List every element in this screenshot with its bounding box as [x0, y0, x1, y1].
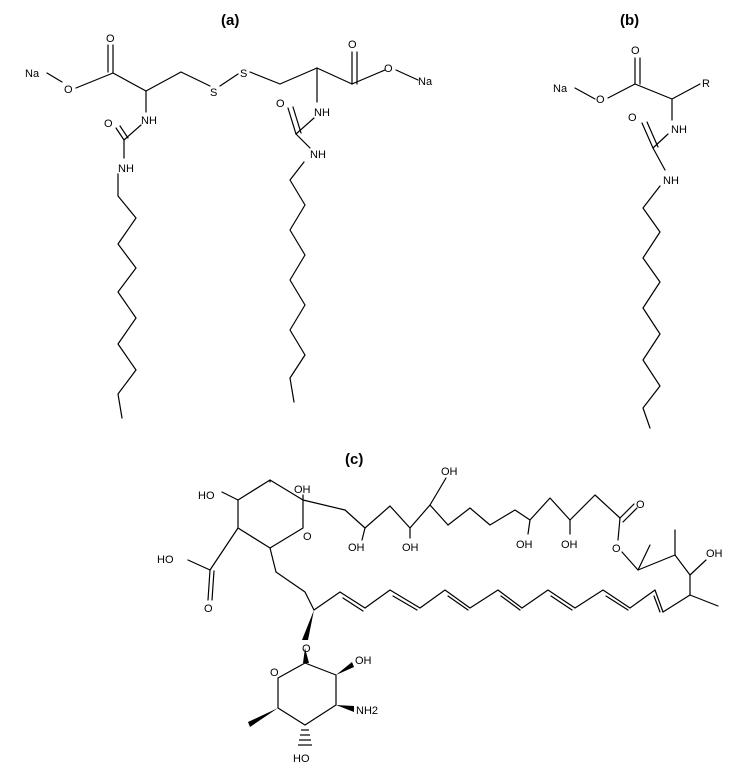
atom-nh-b-2: NH	[663, 175, 679, 187]
atom-s-left: S	[210, 87, 217, 99]
panel-label-b: (b)	[620, 12, 639, 29]
atom-oh-hemiketal: OH	[294, 484, 311, 496]
atom-ho-carboxyl: HO	[157, 554, 174, 566]
atom-na-right: Na	[418, 76, 433, 88]
atom-o-ester-right: O	[384, 63, 393, 75]
atom-oh-chain-2: OH	[402, 542, 419, 554]
atom-o-ester-b: O	[596, 94, 605, 106]
atom-r-b: R	[702, 78, 710, 90]
atom-ho-ring: HO	[198, 490, 215, 502]
atom-na-left: Na	[25, 68, 40, 80]
atom-oh-chain-1: OH	[348, 542, 365, 554]
atom-s-right: S	[240, 68, 247, 80]
atom-o-carbonyl-left: O	[106, 33, 115, 45]
structure-b: Na O O R NH O NH	[553, 45, 710, 429]
atom-na-b: Na	[553, 83, 568, 95]
atom-o-carbonyl-b: O	[631, 45, 640, 57]
atom-o-carbonyl-right: O	[348, 39, 357, 51]
atom-o-urea-right: O	[276, 98, 285, 110]
structure-a: Na O O S S O O Na NH O NH	[25, 33, 433, 419]
atom-o-ring-sugar: O	[270, 667, 279, 679]
atom-o-lactone-carbonyl: O	[636, 499, 645, 511]
atom-oh-chain-3: OH	[441, 466, 458, 478]
panel-label-a: (a)	[221, 12, 239, 29]
atom-nh-left-2: NH	[118, 163, 134, 175]
atom-oh-chain-4: OH	[516, 539, 533, 551]
atom-o-urea-b: O	[628, 112, 637, 124]
atom-nh-b-1: NH	[671, 124, 687, 136]
atom-nh-right-2: NH	[310, 149, 326, 161]
structure-c: O HO OH HO O OH OH OH OH OH O	[157, 466, 723, 765]
atom-oh-right: OH	[706, 548, 723, 560]
atom-ho-sugar: HO	[293, 753, 310, 765]
atom-o-urea-left: O	[104, 118, 113, 130]
atom-nh2-sugar: NH2	[356, 705, 378, 717]
atom-o-ester-left: O	[64, 84, 73, 96]
atom-o-ring-pyran: O	[303, 531, 312, 543]
atom-oh-chain-5: OH	[561, 539, 578, 551]
atom-o-glycosidic: O	[302, 643, 311, 655]
atom-o-carboxyl: O	[204, 603, 213, 615]
atom-nh-right-1: NH	[314, 107, 330, 119]
atom-oh-sugar: OH	[355, 655, 372, 667]
panel-label-c: (c)	[345, 451, 363, 468]
atom-o-lactone: O	[612, 543, 621, 555]
atom-nh-left-1: NH	[141, 115, 157, 127]
